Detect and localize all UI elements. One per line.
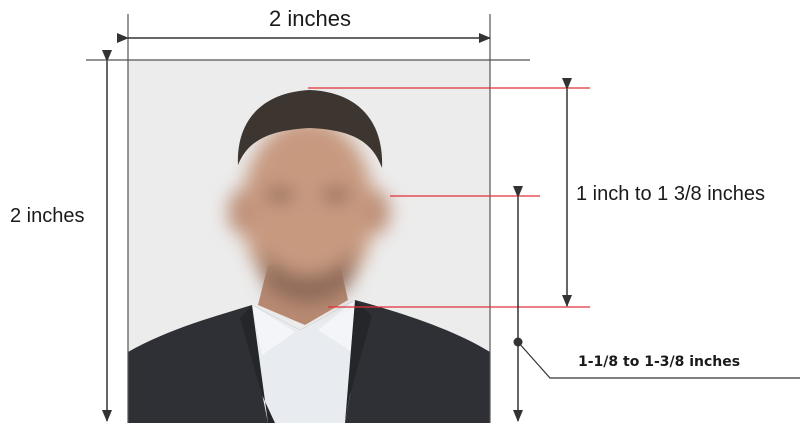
- passport-photo: [128, 60, 490, 423]
- hair: [237, 90, 383, 168]
- lapel-right: [345, 300, 372, 423]
- lapel-left: [240, 305, 275, 423]
- head-height-label: 1 inch to 1 3/8 inches: [576, 183, 766, 205]
- shirt-collar-right: [318, 300, 355, 352]
- shirt-collar-left: [252, 305, 295, 355]
- blurred-face: [228, 118, 390, 303]
- eye-height-label: 1-1/8 to 1-3/8 inches: [578, 354, 741, 370]
- photo-width-label: 2 inches: [269, 6, 351, 31]
- person-portrait: [128, 90, 490, 423]
- photo-height-label: 2 inches: [10, 205, 85, 227]
- eye-height-leader-line: [517, 341, 800, 379]
